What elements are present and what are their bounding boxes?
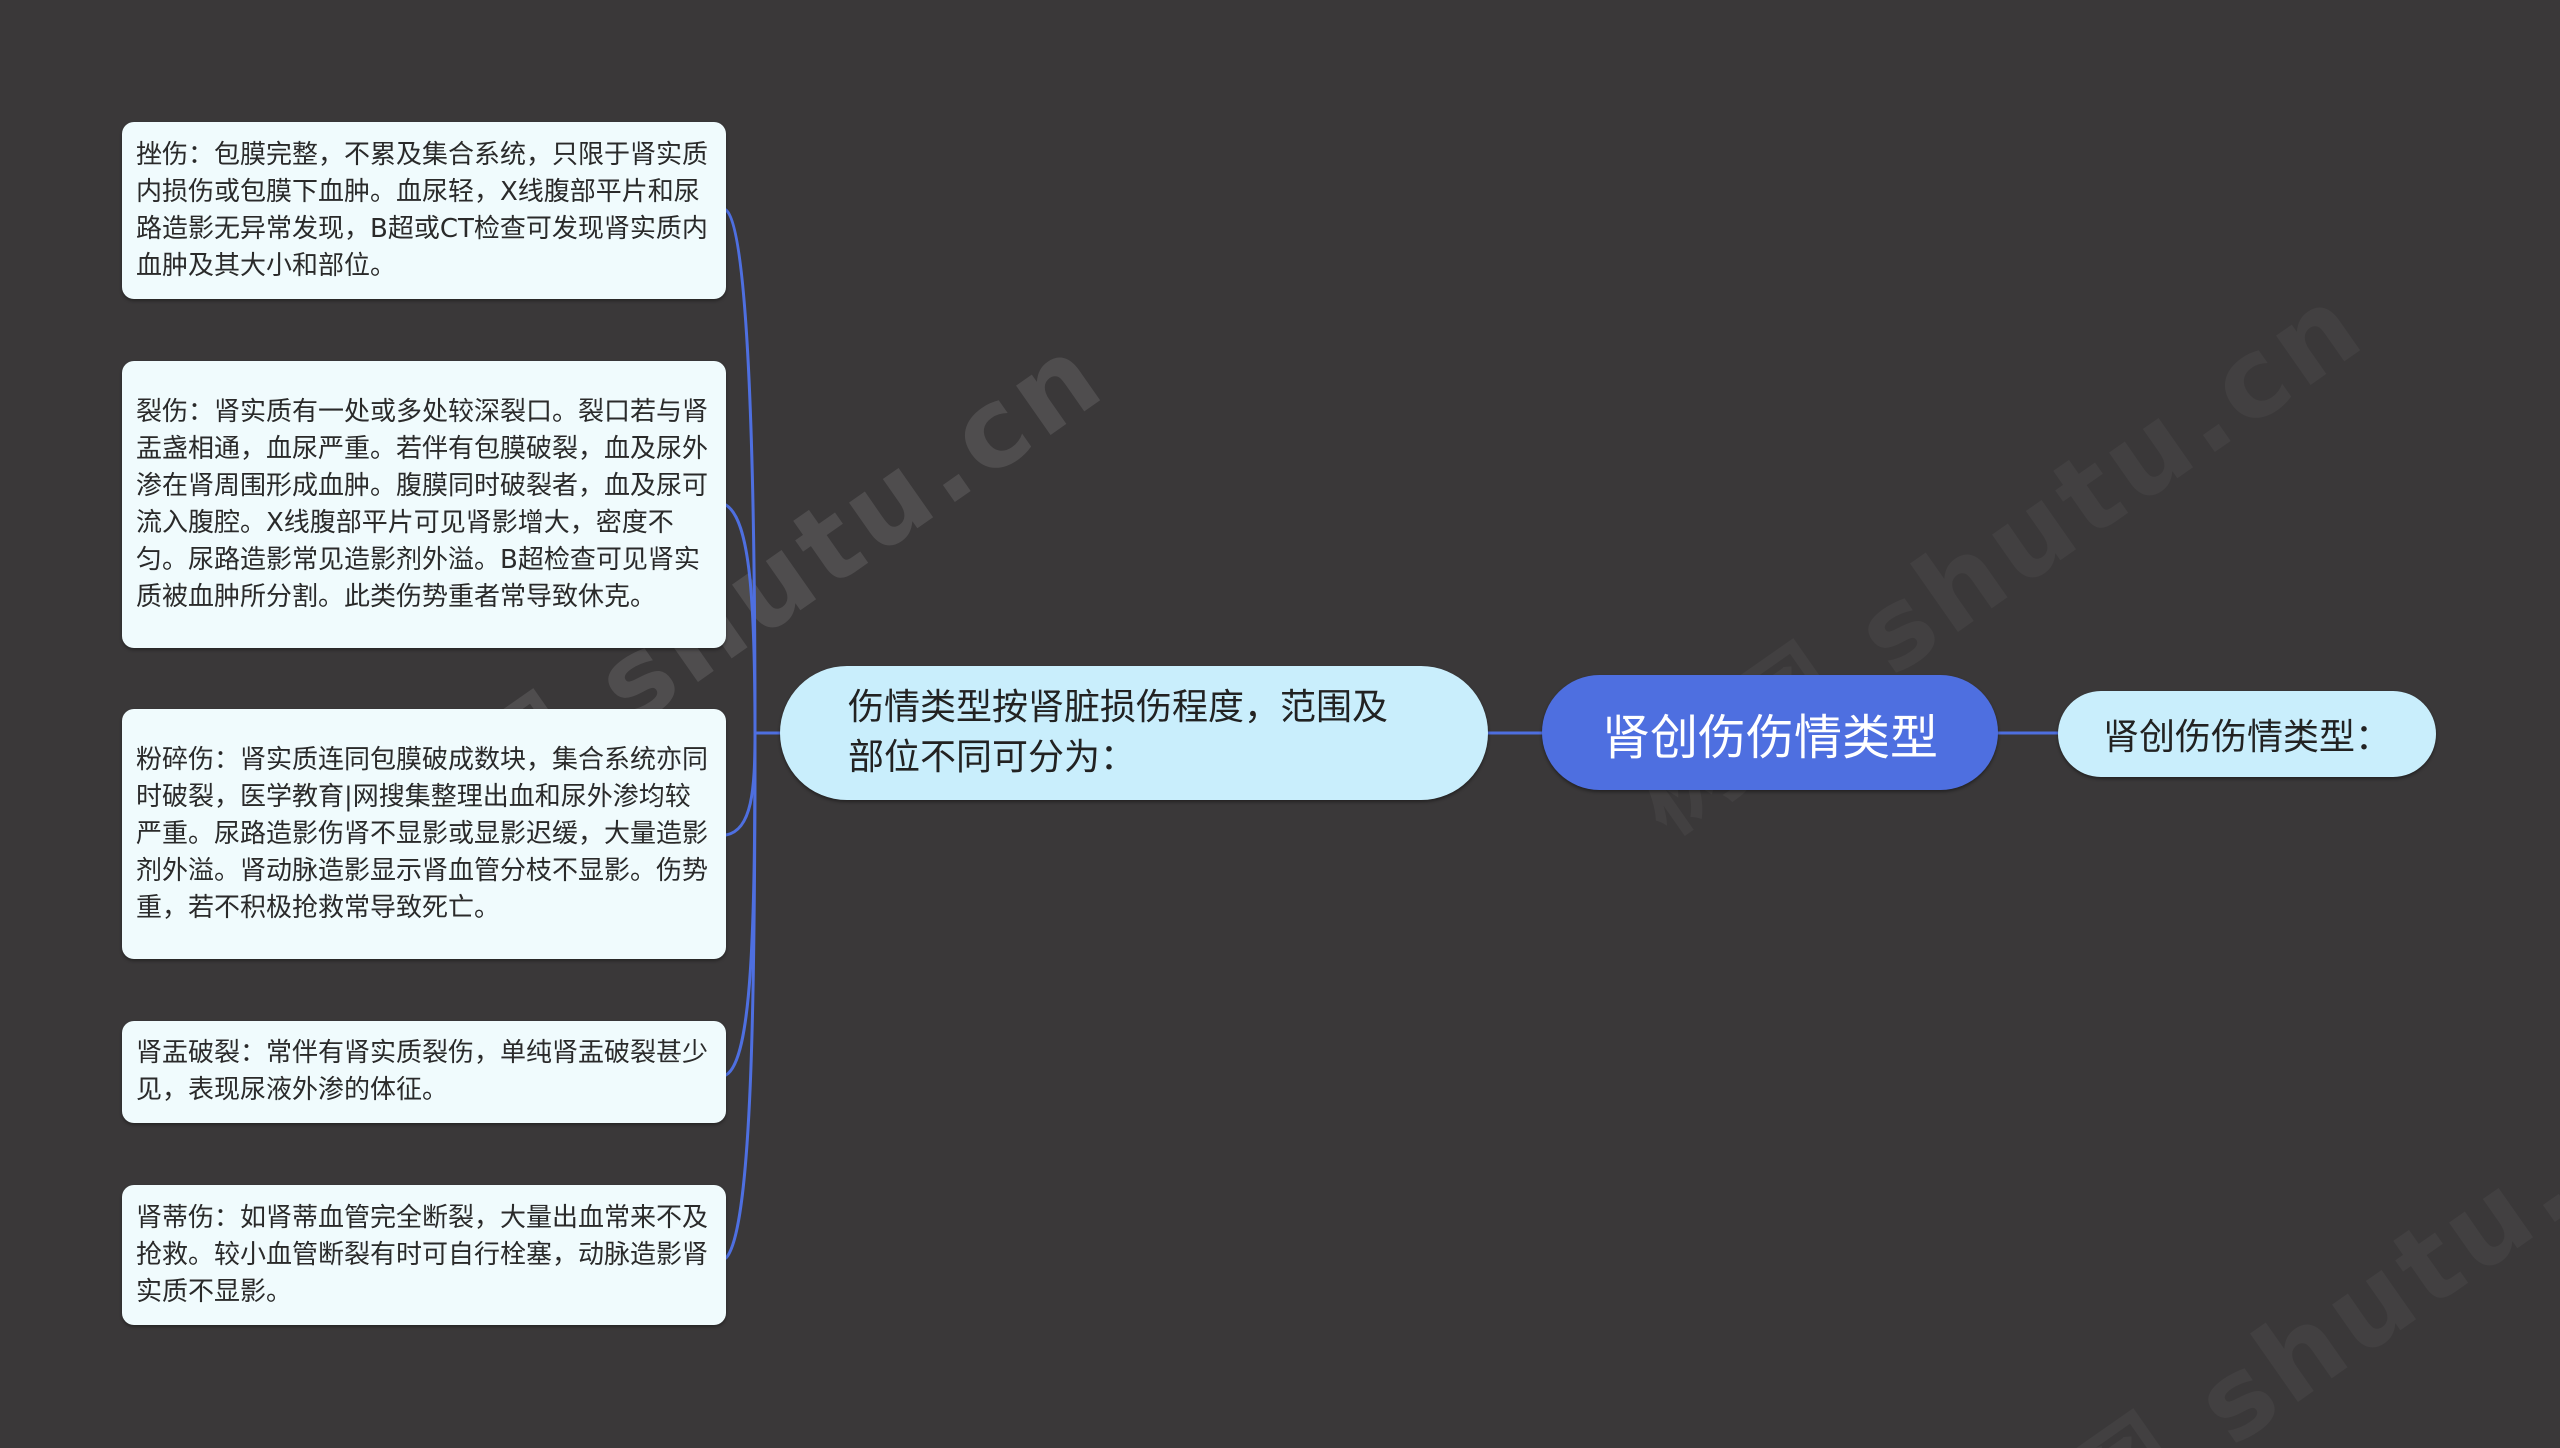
leaf-node-text: 肾蒂伤：如肾蒂血管完全断裂，大量出血常来不及抢救。较小血管断裂有时可自行栓塞，动… <box>136 1202 709 1307</box>
secondary-node-classification[interactable]: 伤情类型按肾脏损伤程度，范围及部位不同可分为： <box>780 666 1488 800</box>
secondary-node-text: 肾创伤伤情类型： <box>2102 717 2391 758</box>
leaf-node-contusion[interactable]: 挫伤：包膜完整，不累及集合系统，只限于肾实质内损伤或包膜下血肿。血尿轻，X线腹部… <box>122 122 726 299</box>
leaf-node-text: 肾盂破裂：常伴有肾实质裂伤，单纯肾盂破裂甚少见，表现尿液外渗的体征。 <box>136 1038 709 1105</box>
secondary-node-summary[interactable]: 肾创伤伤情类型： <box>2058 691 2436 777</box>
leaf-node-renal-pedicle-injury[interactable]: 肾蒂伤：如肾蒂血管完全断裂，大量出血常来不及抢救。较小血管断裂有时可自行栓塞，动… <box>122 1185 726 1325</box>
leaf-node-comminuted-injury[interactable]: 粉碎伤：肾实质连同包膜破成数块，集合系统亦同时破裂，医学教育|网搜集整理出血和尿… <box>122 709 726 959</box>
leaf-node-text: 裂伤：肾实质有一处或多处较深裂口。裂口若与肾盂盏相通，血尿严重。若伴有包膜破裂，… <box>136 396 709 612</box>
leaf-node-text: 挫伤：包膜完整，不累及集合系统，只限于肾实质内损伤或包膜下血肿。血尿轻，X线腹部… <box>136 139 709 281</box>
secondary-node-text: 伤情类型按肾脏损伤程度，范围及部位不同可分为： <box>848 687 1389 778</box>
leaf-node-text: 粉碎伤：肾实质连同包膜破成数块，集合系统亦同时破裂，医学教育|网搜集整理出血和尿… <box>136 744 709 923</box>
leaf-node-laceration[interactable]: 裂伤：肾实质有一处或多处较深裂口。裂口若与肾盂盏相通，血尿严重。若伴有包膜破裂，… <box>122 361 726 648</box>
root-node-text: 肾创伤伤情类型 <box>1601 709 1938 766</box>
watermark: 树图 shutu.cn <box>1932 1007 2560 1448</box>
leaf-node-renal-pelvis-rupture[interactable]: 肾盂破裂：常伴有肾实质裂伤，单纯肾盂破裂甚少见，表现尿液外渗的体征。 <box>122 1021 726 1123</box>
root-node[interactable]: 肾创伤伤情类型 <box>1542 675 1998 790</box>
